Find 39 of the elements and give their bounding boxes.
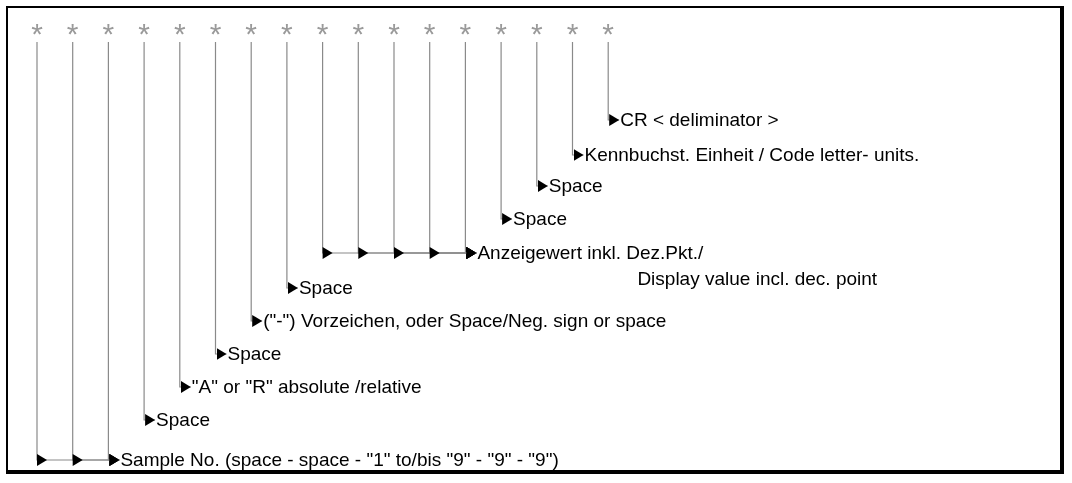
asterisk-mark: * <box>205 18 226 42</box>
asterisk-mark: * <box>62 18 83 42</box>
arrow <box>214 41 228 360</box>
asterisk-mark: * <box>134 18 155 42</box>
asterisk-mark: * <box>598 18 619 42</box>
asterisk-mark: * <box>348 18 369 42</box>
arrow <box>250 41 263 327</box>
arrow <box>143 41 156 426</box>
asterisk-mark: * <box>491 18 512 42</box>
asterisk-mark: * <box>419 18 440 42</box>
field-label: Space <box>298 277 353 299</box>
arrow <box>464 41 477 259</box>
asterisk-mark: * <box>384 18 404 42</box>
asterisk-mark: * <box>526 18 547 42</box>
arrow <box>500 41 513 225</box>
asterisk-mark: * <box>455 18 476 42</box>
field-label: Sample No. (space - space - "1" to/bis "9" - "9" - "9") <box>120 449 559 471</box>
asterisk-mark: * <box>98 18 119 42</box>
arrow <box>286 41 299 294</box>
asterisk-mark: * <box>27 18 47 42</box>
asterisk-mark: * <box>562 18 583 42</box>
asterisk-mark: * <box>169 18 190 42</box>
field-label: Space <box>548 175 603 197</box>
arrow <box>107 41 120 466</box>
arrow <box>179 41 192 393</box>
field-label: Space <box>513 208 567 230</box>
field-label: ("-") Vorzeichen, oder Space/Neg. sign or space <box>263 310 667 332</box>
asterisk-mark: * <box>241 18 262 42</box>
asterisk-mark: * <box>312 18 333 42</box>
asterisk-mark: * <box>276 18 297 42</box>
arrow <box>607 41 620 126</box>
arrow <box>536 41 549 192</box>
field-label: "A" or "R" absolute /relative <box>191 376 422 398</box>
field-label: CR < deliminator > <box>620 109 779 131</box>
arrow <box>571 41 585 161</box>
field-label: Space <box>227 343 282 365</box>
field-label: Anzeigewert inkl. Dez.Pkt./ Display value incl. dec. point <box>477 242 878 290</box>
field-label: Kennbuchst. Einheit / Code letter- units. <box>584 144 920 166</box>
field-label: Space <box>156 409 210 431</box>
